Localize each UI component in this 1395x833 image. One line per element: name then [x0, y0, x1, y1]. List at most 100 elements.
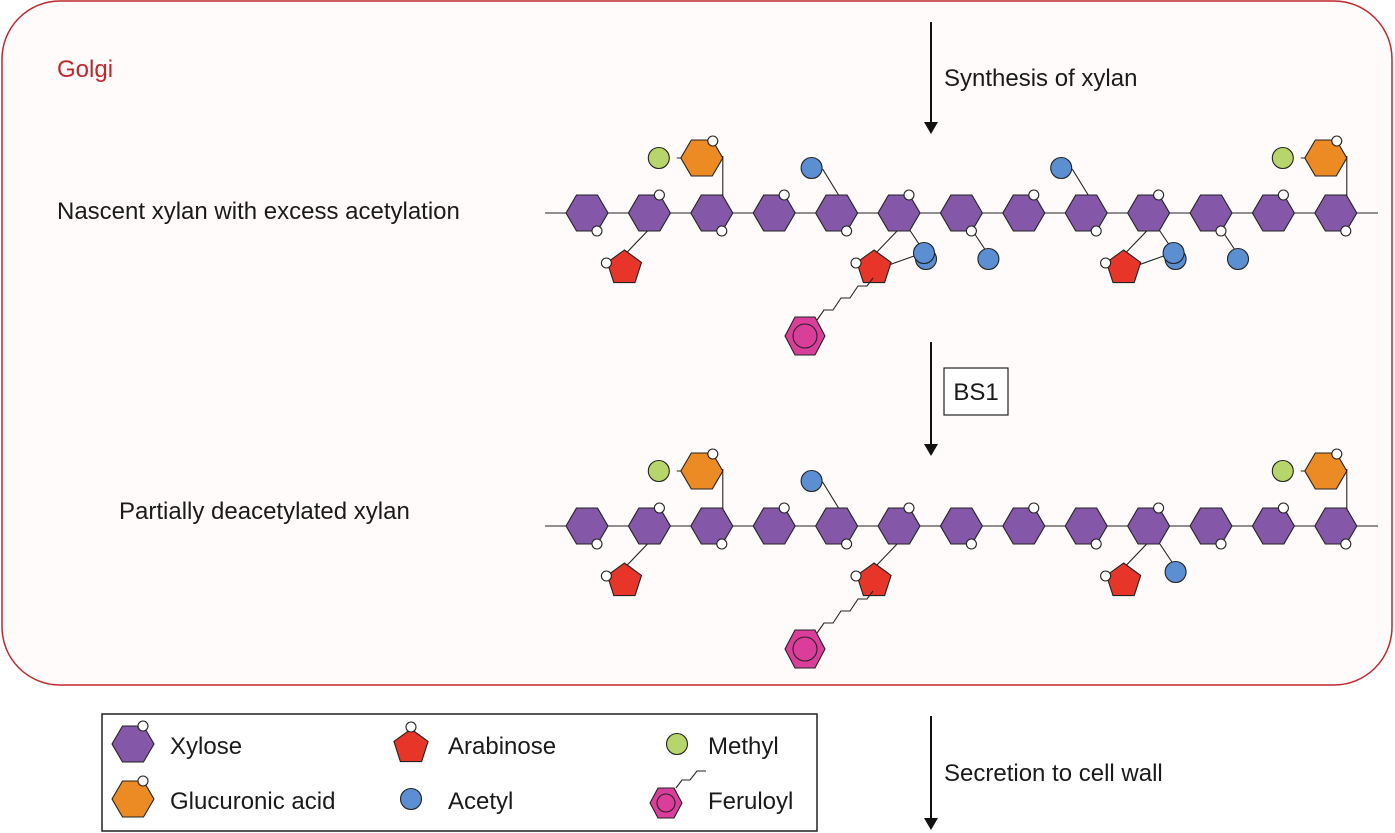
xylose-residue [1126, 507, 1171, 545]
xylose-residue [1251, 194, 1296, 232]
linkage-knob [1215, 538, 1227, 550]
linkage-knob [600, 257, 612, 269]
linkage-knob [965, 538, 977, 550]
deacetylated-xylan-label: Partially deacetylated xylan [119, 498, 410, 525]
linkage-knob [716, 225, 728, 237]
xylose-residue [752, 507, 796, 545]
xylose-residue [877, 194, 921, 232]
methyl-group [647, 146, 670, 170]
xylose-residue [1002, 507, 1046, 545]
arabinose-icon [393, 721, 429, 763]
xylose-residue [814, 507, 859, 545]
linkage-knob [903, 189, 915, 201]
linkage-knob [707, 448, 719, 460]
xylose-residue [1002, 194, 1046, 232]
xylose-residue [814, 194, 859, 232]
acetyl-linkage [822, 168, 840, 196]
linkage-knob [600, 570, 612, 582]
linkage-knob [903, 502, 915, 514]
linkage-knob [137, 775, 149, 787]
linkage-knob [653, 189, 665, 201]
acetyl-group [1164, 560, 1187, 584]
legend-label: Feruloyl [708, 788, 793, 815]
feruloyl-group [784, 277, 874, 356]
feruloyl-linker [675, 770, 706, 789]
nascent-xylan-chain [545, 135, 1378, 356]
linkage-knob [137, 720, 149, 732]
acetyl-group [800, 156, 823, 180]
linkage-knob [716, 538, 728, 550]
glucuronic-acid-residue [1304, 139, 1348, 177]
linkage-knob [965, 225, 977, 237]
linkage-knob [1340, 225, 1352, 237]
xylose-residue [1189, 194, 1233, 232]
legend-item: Methyl [665, 732, 779, 760]
bs1-enzyme-box [943, 367, 1009, 416]
linkage-knob [653, 502, 665, 514]
linkage-knob [850, 570, 862, 582]
linkage-knob [778, 502, 790, 514]
xylose-residue [1126, 194, 1171, 232]
linkage-knob [1100, 257, 1112, 269]
linkage-knob [850, 257, 862, 269]
feruloyl-icon [649, 770, 706, 819]
xylose-residue [627, 507, 672, 545]
legend-item: Arabinose [393, 721, 556, 763]
legend-item: Feruloyl [649, 770, 793, 819]
xylose-residue [1064, 194, 1108, 232]
synthesis-step-label: Synthesis of xylan [944, 65, 1137, 92]
methyl-group [1271, 146, 1294, 170]
arabinose-linkage [1123, 228, 1149, 256]
linkage-knob [1331, 448, 1343, 460]
acetyl-group [800, 469, 823, 493]
feruloyl-inner-ring [792, 323, 818, 349]
methyl-group [1271, 459, 1294, 483]
linkage-knob [1331, 135, 1343, 147]
glucuronic-acid-residue [680, 452, 724, 490]
golgi-compartment [1, 0, 1393, 686]
xylose-residue [1314, 507, 1358, 545]
linkage-knob [841, 538, 853, 550]
xylose-residue [627, 194, 672, 232]
legend-item: Xylose [111, 720, 242, 763]
linkage-knob [591, 538, 603, 550]
linkage-knob [1215, 225, 1227, 237]
linkage-knob [841, 225, 853, 237]
arabinose-linkage [873, 541, 900, 569]
legend-item: Glucuronic acid [111, 775, 335, 818]
acetyl-linkage [822, 481, 840, 509]
xylose-residue [1251, 507, 1296, 545]
nascent-xylan-label: Nascent xylan with excess acetylation [57, 198, 460, 225]
linkage-knob [1100, 570, 1112, 582]
xylose-residue [1189, 507, 1233, 545]
linkage-knob [1028, 502, 1040, 514]
legend-box [101, 713, 818, 832]
linkage-knob [1277, 189, 1289, 201]
acetyl-group [1162, 241, 1185, 265]
arabinose-linkage [1123, 541, 1149, 569]
glucuronic-acid-icon [111, 775, 155, 818]
acetyl-group [1050, 156, 1073, 180]
xylose-residue [752, 194, 796, 232]
linkage-knob [1277, 502, 1289, 514]
feruloyl-inner-ring [792, 636, 818, 662]
linkage-knob [1028, 189, 1040, 201]
legend-label: Acetyl [448, 788, 513, 815]
xylose-residue [1064, 507, 1108, 545]
arabinose-linkage [873, 228, 900, 256]
linkage-knob [1340, 538, 1352, 550]
xylose-residue [939, 194, 984, 232]
feruloyl-linker [816, 277, 874, 321]
feruloyl-linker [816, 590, 874, 634]
legend-label: Glucuronic acid [170, 788, 335, 815]
xylose-residue [939, 507, 984, 545]
legend-label: Arabinose [448, 733, 556, 760]
arabinose-linkage [624, 228, 650, 256]
xylose-residue [1314, 194, 1358, 232]
linkage-knob [405, 721, 417, 733]
acetyl-group [1226, 247, 1250, 271]
bs1-arrow [924, 342, 938, 456]
legend-label: Methyl [708, 733, 779, 760]
linkage-knob [707, 135, 719, 147]
golgi-label: Golgi [57, 56, 113, 83]
